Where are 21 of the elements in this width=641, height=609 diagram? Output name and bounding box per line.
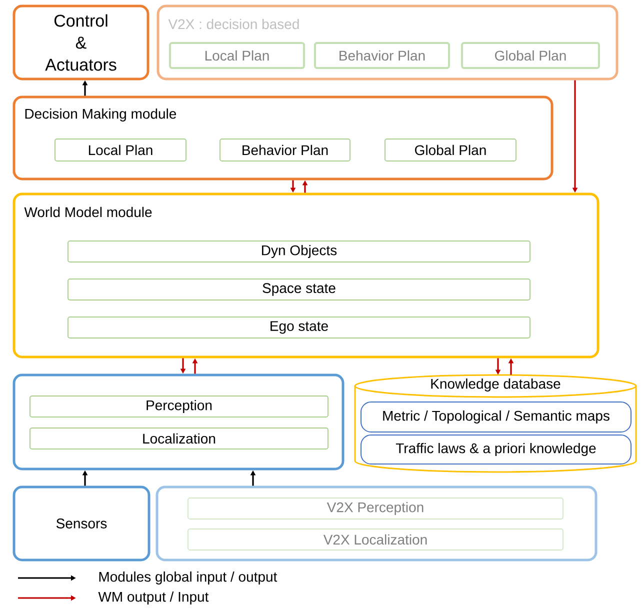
item-box: Space state — [68, 278, 530, 300]
item-box: Sensors — [12, 486, 150, 562]
item-box: Local Plan — [169, 42, 305, 69]
legend-text: Modules global input / output — [99, 571, 278, 585]
legend-text: WM output / Input — [98, 591, 209, 605]
module-box — [12, 374, 344, 470]
item-box: Perception — [30, 396, 328, 418]
item-box: Global Plan — [461, 42, 600, 69]
item-box: Localization — [30, 428, 328, 450]
module-box — [156, 486, 598, 562]
item-box: Metric / Topological / Semantic maps — [360, 402, 632, 432]
item-box: Global Plan — [384, 138, 516, 162]
item-box: Local Plan — [54, 138, 186, 162]
item-box: Ego state — [68, 316, 530, 338]
item-box: V2X Localization — [188, 528, 564, 550]
item-box: Dyn Objects — [68, 240, 530, 262]
item-box: V2X Perception — [188, 498, 564, 520]
module-box: Control & Actuators — [12, 4, 150, 80]
item-box: Behavior Plan — [314, 42, 450, 69]
item-box: Behavior Plan — [220, 138, 350, 162]
item-box: Traffic laws & a priori knowledge — [360, 434, 632, 464]
